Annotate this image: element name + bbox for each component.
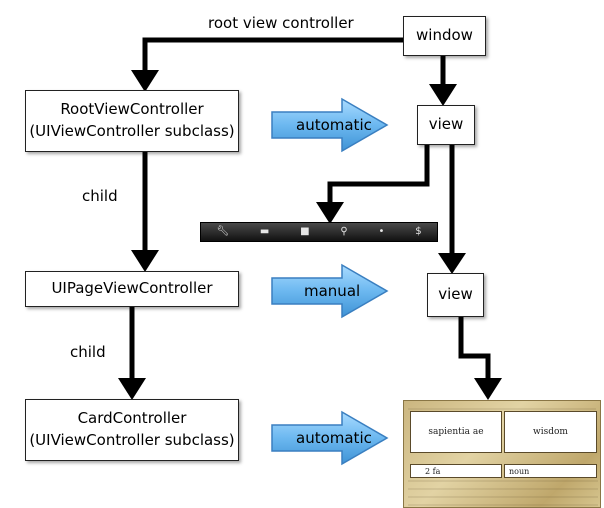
lightbulb-icon: •	[378, 226, 385, 237]
connector-window-to-view	[429, 56, 457, 106]
card-declension: 2 fa	[425, 466, 441, 476]
window-box: window	[403, 16, 486, 56]
page-view-controller-name: UIPageViewController	[51, 279, 213, 298]
card-controller-subtitle: (UIViewController subclass)	[29, 431, 235, 449]
connector-window-to-rootvc	[131, 37, 403, 92]
connector-rootvc-to-pagevc	[131, 152, 159, 272]
root-view-controller-subtitle: (UIViewController subclass)	[29, 122, 235, 140]
automatic-arrow-shape-1	[271, 97, 389, 153]
card-definition: wisdom	[533, 427, 568, 437]
root-view-controller-name: RootViewController	[60, 100, 204, 119]
help-icon: $	[415, 226, 422, 237]
view-box-1-label: view	[428, 115, 464, 134]
wrench-icon: 🔧︎	[216, 226, 230, 237]
connector-view-to-toolbar	[316, 145, 430, 224]
speech-bubble-icon: ▬	[259, 226, 270, 237]
toolbar-thumbnail: 🔧︎ ▬ ■ ⚲ • $	[200, 222, 438, 242]
view-box-2-label: view	[438, 285, 473, 304]
card-term: sapientia ae	[428, 427, 484, 437]
card-controller-name: CardController	[77, 409, 187, 428]
automatic-arrow-label-1: automatic	[296, 116, 372, 134]
child-label-2: child	[70, 343, 106, 361]
manual-arrow-label: manual	[304, 282, 361, 300]
automatic-arrow-shape-2	[271, 410, 389, 466]
card-definition-cell: wisdom	[504, 411, 597, 453]
parchment-texture-icon	[408, 408, 598, 506]
flashcard-thumbnail: sapientia ae wisdom 2 fa noun	[403, 400, 601, 508]
connector-view-to-view	[438, 145, 466, 274]
card-term-cell: sapientia ae	[410, 411, 502, 453]
magnifier-icon: ⚲	[340, 226, 348, 237]
card-controller-box: CardController (UIViewController subclas…	[25, 399, 239, 461]
card-part-of-speech-cell: noun	[504, 464, 597, 478]
card-part-of-speech: noun	[509, 466, 530, 476]
root-view-controller-label: root view controller	[208, 14, 354, 32]
view-box-1: view	[417, 105, 475, 145]
root-view-controller-box: RootViewController (UIViewController sub…	[25, 90, 239, 152]
folder-icon: ■	[300, 226, 310, 237]
automatic-arrow-label-2: automatic	[296, 429, 372, 447]
window-box-label: window	[416, 26, 473, 45]
manual-arrow-shape	[271, 263, 389, 319]
card-declension-cell: 2 fa	[410, 464, 502, 478]
view-box-2: view	[427, 273, 484, 317]
page-view-controller-box: UIPageViewController	[25, 271, 239, 307]
child-label-1: child	[82, 187, 118, 205]
connector-pagevc-to-cardvc	[118, 307, 146, 400]
connector-view-to-card	[458, 317, 502, 400]
